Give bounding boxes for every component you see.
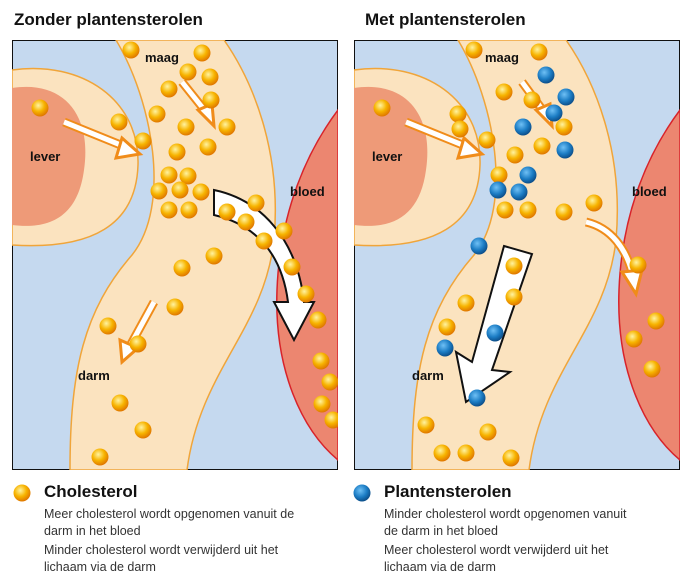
legend-cholesterol-line: lichaam via de darm <box>44 560 156 574</box>
legend-cholesterol-title: Cholesterol <box>44 482 138 502</box>
darm-label: darm <box>412 368 444 383</box>
lever-label: lever <box>372 149 402 164</box>
legend-cholesterol-line: Meer cholesterol wordt opgenomen vanuit … <box>44 507 294 521</box>
lever-label: lever <box>30 149 60 164</box>
bloed-label: bloed <box>290 184 325 199</box>
left-panel-diagram: maag lever bloed darm <box>12 40 338 470</box>
right-panel-diagram: maag lever bloed darm <box>354 40 680 470</box>
right-panel-title: Met plantensterolen <box>365 10 526 30</box>
legend-plant-sterols-line: lichaam via de darm <box>384 560 496 574</box>
bloed-label: bloed <box>632 184 667 199</box>
maag-label: maag <box>145 50 179 65</box>
legend-cholesterol-line: darm in het bloed <box>44 524 141 538</box>
left-panel-title: Zonder plantensterolen <box>14 10 203 30</box>
darm-label: darm <box>78 368 110 383</box>
plant-sterol-legend-icon <box>352 483 372 503</box>
maag-label: maag <box>485 50 519 65</box>
legend-cholesterol-line: Minder cholesterol wordt verwijderd uit … <box>44 543 278 557</box>
cholesterol-legend-icon <box>12 483 32 503</box>
legend-plant-sterols-line: de darm in het bloed <box>384 524 498 538</box>
legend-plant-sterols-line: Minder cholesterol wordt opgenomen vanui… <box>384 507 627 521</box>
legend-plant-sterols-line: Meer cholesterol wordt verwijderd uit he… <box>384 543 608 557</box>
legend-plant-sterols-title: Plantensterolen <box>384 482 512 502</box>
